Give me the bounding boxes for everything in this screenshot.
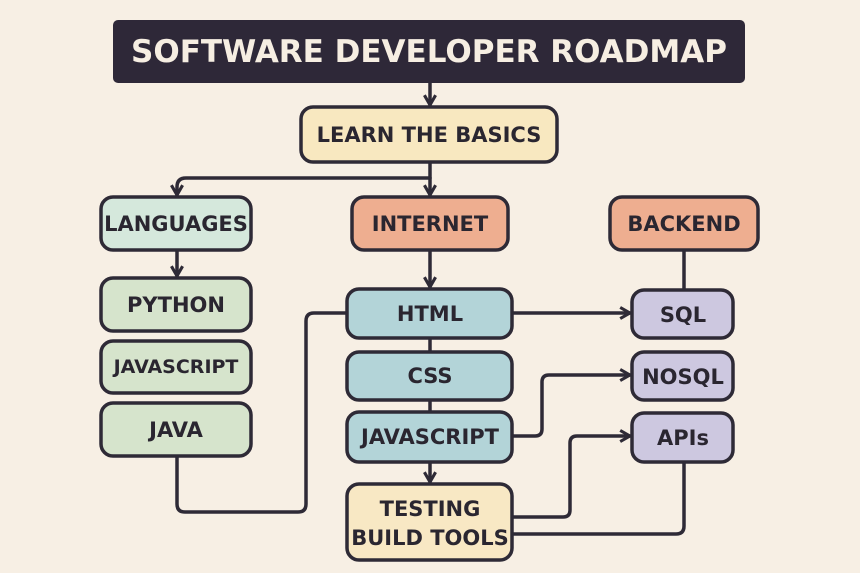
- node-learn-the-basics: LEARN THE BASICS: [299, 105, 559, 164]
- node-label-line1: TESTING: [380, 497, 481, 521]
- title-banner: SOFTWARE DEVELOPER ROADMAP: [113, 20, 745, 83]
- connector-testing-apis-bottom: [510, 460, 686, 536]
- connector-testing-apis: [510, 436, 630, 519]
- node-languages: LANGUAGES: [99, 195, 253, 252]
- node-label: JAVASCRIPT: [359, 425, 500, 449]
- connector-basics-languages: [177, 160, 432, 195]
- node-label: APIs: [657, 426, 709, 450]
- node-label: LANGUAGES: [104, 212, 248, 236]
- node-internet: INTERNET: [350, 195, 510, 252]
- node-nosql: NOSQL: [630, 350, 735, 402]
- node-html: HTML: [345, 287, 514, 340]
- node-label: CSS: [407, 364, 452, 388]
- node-label: BACKEND: [627, 212, 740, 236]
- page-title: SOFTWARE DEVELOPER ROADMAP: [131, 34, 727, 70]
- node-label: LEARN THE BASICS: [317, 123, 542, 147]
- node-label: PYTHON: [127, 293, 225, 317]
- node-label: JAVA: [147, 418, 203, 442]
- node-java: JAVA: [99, 401, 253, 458]
- node-sql: SQL: [630, 288, 735, 340]
- node-label-line2: BUILD TOOLS: [351, 526, 509, 550]
- connectors: [175, 81, 686, 536]
- node-backend: BACKEND: [608, 195, 760, 252]
- node-javascript-language: JAVASCRIPT: [99, 339, 253, 395]
- node-label: JAVASCRIPT: [112, 356, 239, 378]
- connector-javascript-nosql: [510, 375, 630, 438]
- node-css: CSS: [345, 350, 514, 402]
- node-label: INTERNET: [372, 212, 489, 236]
- node-javascript-web: JAVASCRIPT: [345, 410, 514, 464]
- node-apis: APIs: [630, 411, 735, 464]
- node-python: PYTHON: [99, 276, 253, 333]
- node-label: SQL: [660, 303, 706, 327]
- node-label: HTML: [397, 302, 463, 326]
- node-label: NOSQL: [642, 365, 724, 389]
- connector-java-html: [175, 311, 349, 514]
- node-testing-build-tools: TESTING BUILD TOOLS: [345, 482, 514, 562]
